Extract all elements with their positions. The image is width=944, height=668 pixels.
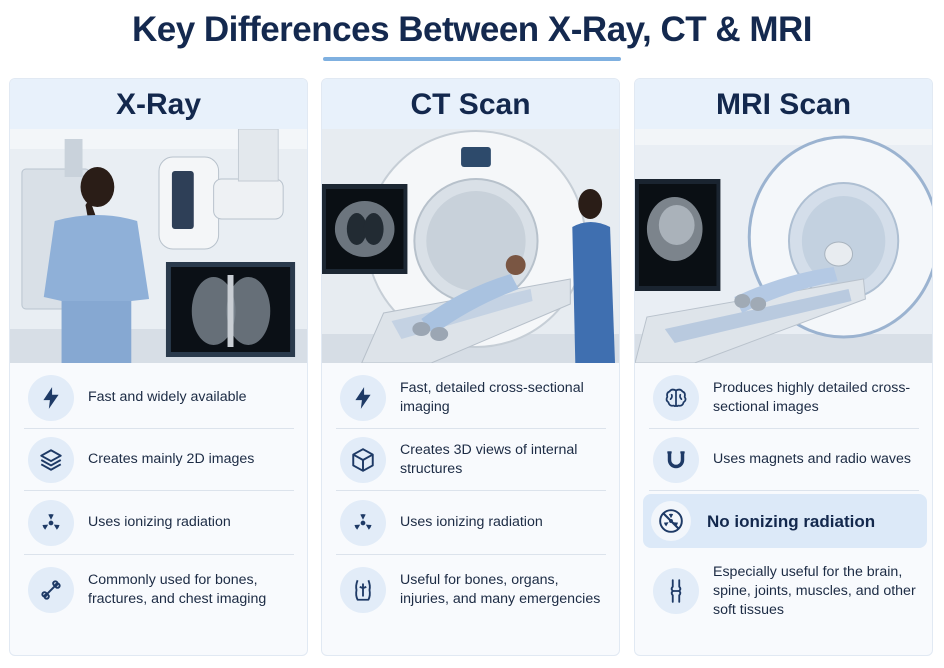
feature-text: Fast, detailed cross-sectional imaging xyxy=(400,379,584,415)
feature-text: Creates 3D views of internal structures xyxy=(400,441,578,477)
feature-text: Uses magnets and radio waves xyxy=(713,451,911,467)
xray-feature-3: Uses ionizing radiation xyxy=(24,491,294,555)
lightning-icon xyxy=(28,374,74,421)
radiation-icon xyxy=(28,499,74,546)
title-underline xyxy=(323,57,621,61)
mri-card: MRI Scan xyxy=(634,78,933,656)
xray-feature-2: Creates mainly 2D images xyxy=(24,429,294,491)
torso-icon xyxy=(340,567,386,613)
feature-text: Fast and widely available xyxy=(88,389,247,405)
feature-text: Useful for bones, organs, injuries, and … xyxy=(400,572,601,607)
feature-text: Produces highly detailed cross-sectional… xyxy=(713,379,911,415)
ct-card: CT Scan xyxy=(321,78,620,656)
mri-room-photo xyxy=(635,129,932,363)
mri-feature-2: Uses magnets and radio waves xyxy=(649,429,919,491)
page-title: Key Differences Between X-Ray, CT & MRI xyxy=(131,10,813,49)
feature-text: Uses ionizing radiation xyxy=(88,514,231,530)
ct-feature-2: Creates 3D views of internal structures xyxy=(336,429,606,491)
xray-feature-4: Commonly used for bones, fractures, and … xyxy=(24,555,294,625)
bone-icon xyxy=(28,567,74,613)
no-radiation-icon xyxy=(651,501,691,541)
ct-feature-1: Fast, detailed cross-sectional imaging xyxy=(336,367,606,429)
xray-card-title: X-Ray xyxy=(10,79,307,129)
ct-feature-3: Uses ionizing radiation xyxy=(336,491,606,555)
mri-feature-1: Produces highly detailed cross-sectional… xyxy=(649,367,919,429)
cube-icon xyxy=(340,436,386,483)
layers-icon xyxy=(28,436,74,483)
xray-room-photo xyxy=(10,129,307,363)
magnet-icon xyxy=(653,436,699,483)
mri-card-title: MRI Scan xyxy=(635,79,932,129)
xray-card: X-Ray xyxy=(9,78,308,656)
feature-text: Especially useful for the brain, spine, … xyxy=(713,563,916,618)
feature-text: Uses ionizing radiation xyxy=(400,514,543,530)
brain-icon xyxy=(653,374,699,421)
feature-text: Creates mainly 2D images xyxy=(88,451,255,467)
joint-icon xyxy=(653,568,699,614)
lightning-icon xyxy=(340,374,386,421)
feature-text: Commonly used for bones, fractures, and … xyxy=(88,572,267,607)
radiation-icon xyxy=(340,499,386,546)
ct-card-title: CT Scan xyxy=(322,79,619,129)
mri-feature-3-highlighted: No ionizing radiation xyxy=(643,494,927,548)
mri-feature-4: Especially useful for the brain, spine, … xyxy=(649,551,919,631)
ct-feature-4: Useful for bones, organs, injuries, and … xyxy=(336,555,606,625)
feature-text: No ionizing radiation xyxy=(707,511,876,531)
xray-feature-1: Fast and widely available xyxy=(24,367,294,429)
ct-room-photo xyxy=(322,129,619,363)
